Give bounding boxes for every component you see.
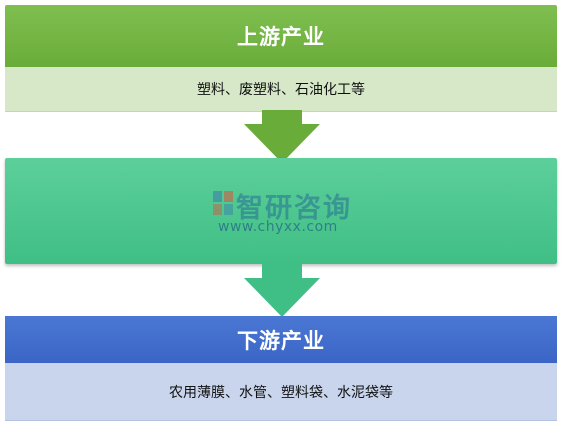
upstream-items-bar: 塑料、废塑料、石油化工等 [5,67,557,112]
upstream-title-bar: 上游产业 [5,5,557,67]
upstream-title: 上游产业 [237,25,325,49]
upstream-items: 塑料、废塑料、石油化工等 [197,82,365,98]
down-arrow-icon [244,110,320,163]
downstream-items-bar: 农用薄膜、水管、塑料袋、水泥袋等 [5,363,557,421]
downstream-title-bar: 下游产业 [5,316,557,363]
downstream-title: 下游产业 [237,328,325,353]
midstream-box [5,158,557,264]
downstream-items: 农用薄膜、水管、塑料袋、水泥袋等 [169,384,393,401]
down-arrow-icon [244,264,320,317]
